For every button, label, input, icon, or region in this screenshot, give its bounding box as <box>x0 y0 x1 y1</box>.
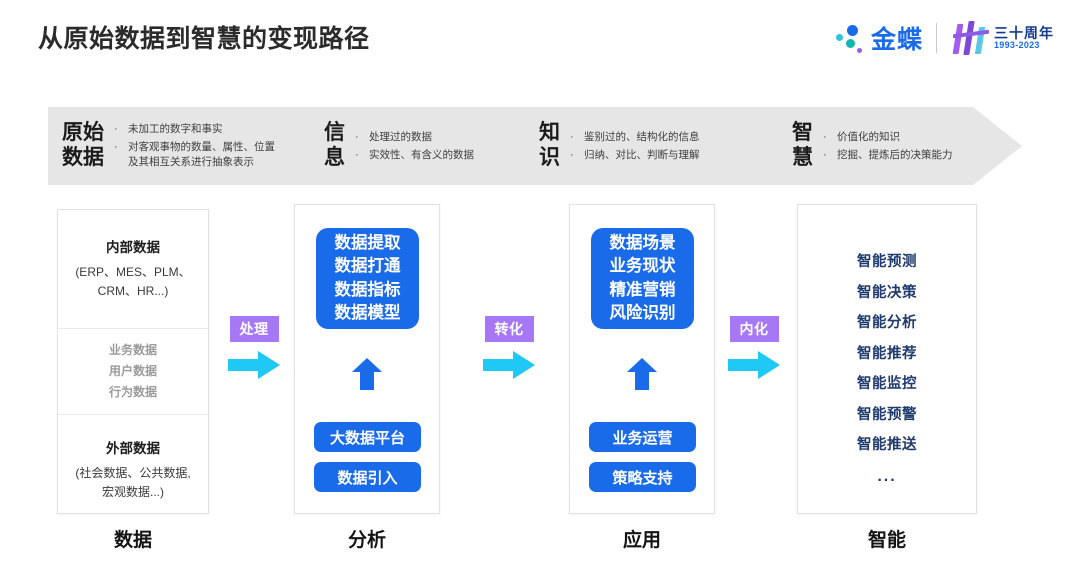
column-footer-intelligence: 智能 <box>867 530 906 551</box>
band-segment-raw-data: 原始 数据 · 未加工的数字和事实 · 对客观事物的数量、属性、位置及其相互关系… <box>48 107 324 185</box>
band-bullet-text: 价值化的知识 <box>837 130 900 143</box>
column-intelligence-box: 智能预测 智能决策 智能分析 智能推荐 智能监控 智能预警 智能推送 ... <box>797 204 977 514</box>
internal-data-group: 内部数据 (ERP、MES、PLM、 CRM、HR...) <box>58 210 208 328</box>
bullet-dot-icon: · <box>823 130 827 143</box>
column-data-box: 内部数据 (ERP、MES、PLM、 CRM、HR...) 业务数据 用户数据 … <box>57 209 209 514</box>
data-type-item: 用户数据 <box>108 364 157 378</box>
anniversary-label: 三十周年 <box>994 24 1054 41</box>
analysis-capability-card[interactable]: 数据提取 数据打通 数据指标 数据模型 <box>316 228 419 329</box>
band-segment-knowledge: 知 识 · 鉴别过的、结构化的信息 · 归纳、对比、判断与理解 <box>539 107 792 185</box>
band-bullet: · 价值化的知识 <box>823 130 953 145</box>
connector-internalization: 内化 <box>724 316 784 379</box>
connector-transformation: 转化 <box>479 316 539 379</box>
data-type-item: 业务数据 <box>108 343 157 357</box>
card-line: 数据模型 <box>334 303 401 322</box>
card-line: 风险识别 <box>609 303 676 322</box>
divider <box>58 328 208 329</box>
external-data-title: 外部数据 <box>106 441 160 456</box>
kingdee-dots-icon <box>833 21 867 55</box>
band-bullet: · 对客观事物的数量、属性、位置及其相互关系进行抽象表示 <box>114 140 278 170</box>
band-bullet-text: 未加工的数字和事实 <box>128 123 223 135</box>
connector-label: 处理 <box>229 316 279 342</box>
analysis-pill-bigdata-platform[interactable]: 大数据平台 <box>314 422 421 452</box>
external-data-sub-line2: 宏观数据...) <box>102 484 164 499</box>
band-bullet-text: 对客观事物的数量、属性、位置及其相互关系进行抽象表示 <box>128 141 275 168</box>
list-item: 智能预警 <box>857 406 917 423</box>
anniversary-years: 1993-2023 <box>994 39 1040 50</box>
application-scenario-card[interactable]: 数据场景 业务现状 精准营销 风险识别 <box>591 228 694 329</box>
right-arrow-icon <box>483 351 535 379</box>
band-bullet-text: 挖掘、提炼后的决策能力 <box>837 148 953 161</box>
bullet-dot-icon: · <box>355 148 359 161</box>
anniversary-badge: 三十周年 1993-2023 <box>950 20 1054 56</box>
card-line: 业务现状 <box>609 257 676 276</box>
application-pill-strategy-support[interactable]: 策略支持 <box>589 462 696 492</box>
band-segment-title: 知 识 <box>539 121 560 169</box>
band-segment-information: 信 息 · 处理过的数据 · 实效性、有含义的数据 <box>324 107 539 185</box>
data-types-group: 业务数据 用户数据 行为数据 <box>58 329 208 414</box>
band-bullet-text: 归纳、对比、判断与理解 <box>584 148 700 161</box>
internal-data-sub-line2: CRM、HR...) <box>97 283 169 298</box>
connector-label: 转化 <box>484 316 534 342</box>
right-arrow-icon <box>228 351 280 379</box>
card-line: 数据提取 <box>334 233 401 252</box>
band-segment-title: 原始 数据 <box>62 121 104 169</box>
list-item: 智能监控 <box>857 376 917 392</box>
card-line: 数据打通 <box>334 257 401 276</box>
list-item: 智能推荐 <box>857 345 917 362</box>
bullet-dot-icon: · <box>114 141 118 153</box>
internal-data-sub-line1: (ERP、MES、PLM、 <box>75 265 191 279</box>
band-segment-title: 智 慧 <box>792 121 813 169</box>
list-item: 智能决策 <box>857 284 917 301</box>
brand-logo: 金蝶 三十周年 1993-2023 <box>833 18 1054 58</box>
band-bullet: · 未加工的数字和事实 <box>114 122 278 137</box>
analysis-pill-data-ingest[interactable]: 数据引入 <box>314 462 421 492</box>
list-item: 智能推送 <box>857 437 917 453</box>
right-arrow-icon <box>728 351 780 379</box>
intelligence-list: 智能预测 智能决策 智能分析 智能推荐 智能监控 智能预警 智能推送 ... <box>798 205 976 485</box>
up-arrow-icon <box>627 358 657 390</box>
band-bullet-text: 处理过的数据 <box>369 130 432 143</box>
card-line: 精准营销 <box>609 280 676 299</box>
divider <box>58 414 208 415</box>
internal-data-title: 内部数据 <box>106 240 160 255</box>
bullet-dot-icon: · <box>114 123 118 135</box>
band-bullet: · 鉴别过的、结构化的信息 <box>570 130 700 145</box>
card-line: 数据场景 <box>609 233 676 252</box>
application-pill-business-operations[interactable]: 业务运营 <box>589 422 696 452</box>
bullet-dot-icon: · <box>570 148 574 161</box>
data-type-item: 行为数据 <box>108 385 157 399</box>
up-arrow-icon <box>352 358 382 390</box>
band-bullet: · 归纳、对比、判断与理解 <box>570 148 700 163</box>
band-bullet-text: 鉴别过的、结构化的信息 <box>584 130 700 143</box>
column-footer-data: 数据 <box>113 530 152 551</box>
anniversary-mark-icon <box>950 20 990 56</box>
band-bullet: · 实效性、有含义的数据 <box>355 148 474 163</box>
external-data-group: 外部数据 (社会数据、公共数据, 宏观数据...) <box>58 415 208 501</box>
card-line: 数据指标 <box>334 280 401 299</box>
band-bullet: · 处理过的数据 <box>355 130 474 145</box>
bullet-dot-icon: · <box>570 130 574 143</box>
band-segment-title: 信 息 <box>324 121 345 169</box>
external-data-sub-line1: (社会数据、公共数据, <box>75 466 191 480</box>
list-ellipsis: ... <box>877 467 897 485</box>
band-segment-wisdom: 智 慧 · 价值化的知识 · 挖掘、提炼后的决策能力 <box>792 107 1022 185</box>
connector-label: 内化 <box>729 316 779 342</box>
column-footer-analysis: 分析 <box>347 530 386 551</box>
brand-name: 金蝶 <box>870 26 923 54</box>
list-item: 智能分析 <box>857 315 917 331</box>
brand-divider <box>936 23 937 53</box>
page-title: 从原始数据到智慧的变现路径 <box>38 25 370 53</box>
bullet-dot-icon: · <box>823 148 827 161</box>
maturity-arrow-band: 原始 数据 · 未加工的数字和事实 · 对客观事物的数量、属性、位置及其相互关系… <box>48 107 1022 185</box>
column-footer-application: 应用 <box>622 530 661 551</box>
bullet-dot-icon: · <box>355 130 359 143</box>
band-bullet: · 挖掘、提炼后的决策能力 <box>823 148 953 163</box>
connector-processing: 处理 <box>224 316 284 379</box>
band-bullet-text: 实效性、有含义的数据 <box>369 148 474 161</box>
list-item: 智能预测 <box>857 254 917 270</box>
